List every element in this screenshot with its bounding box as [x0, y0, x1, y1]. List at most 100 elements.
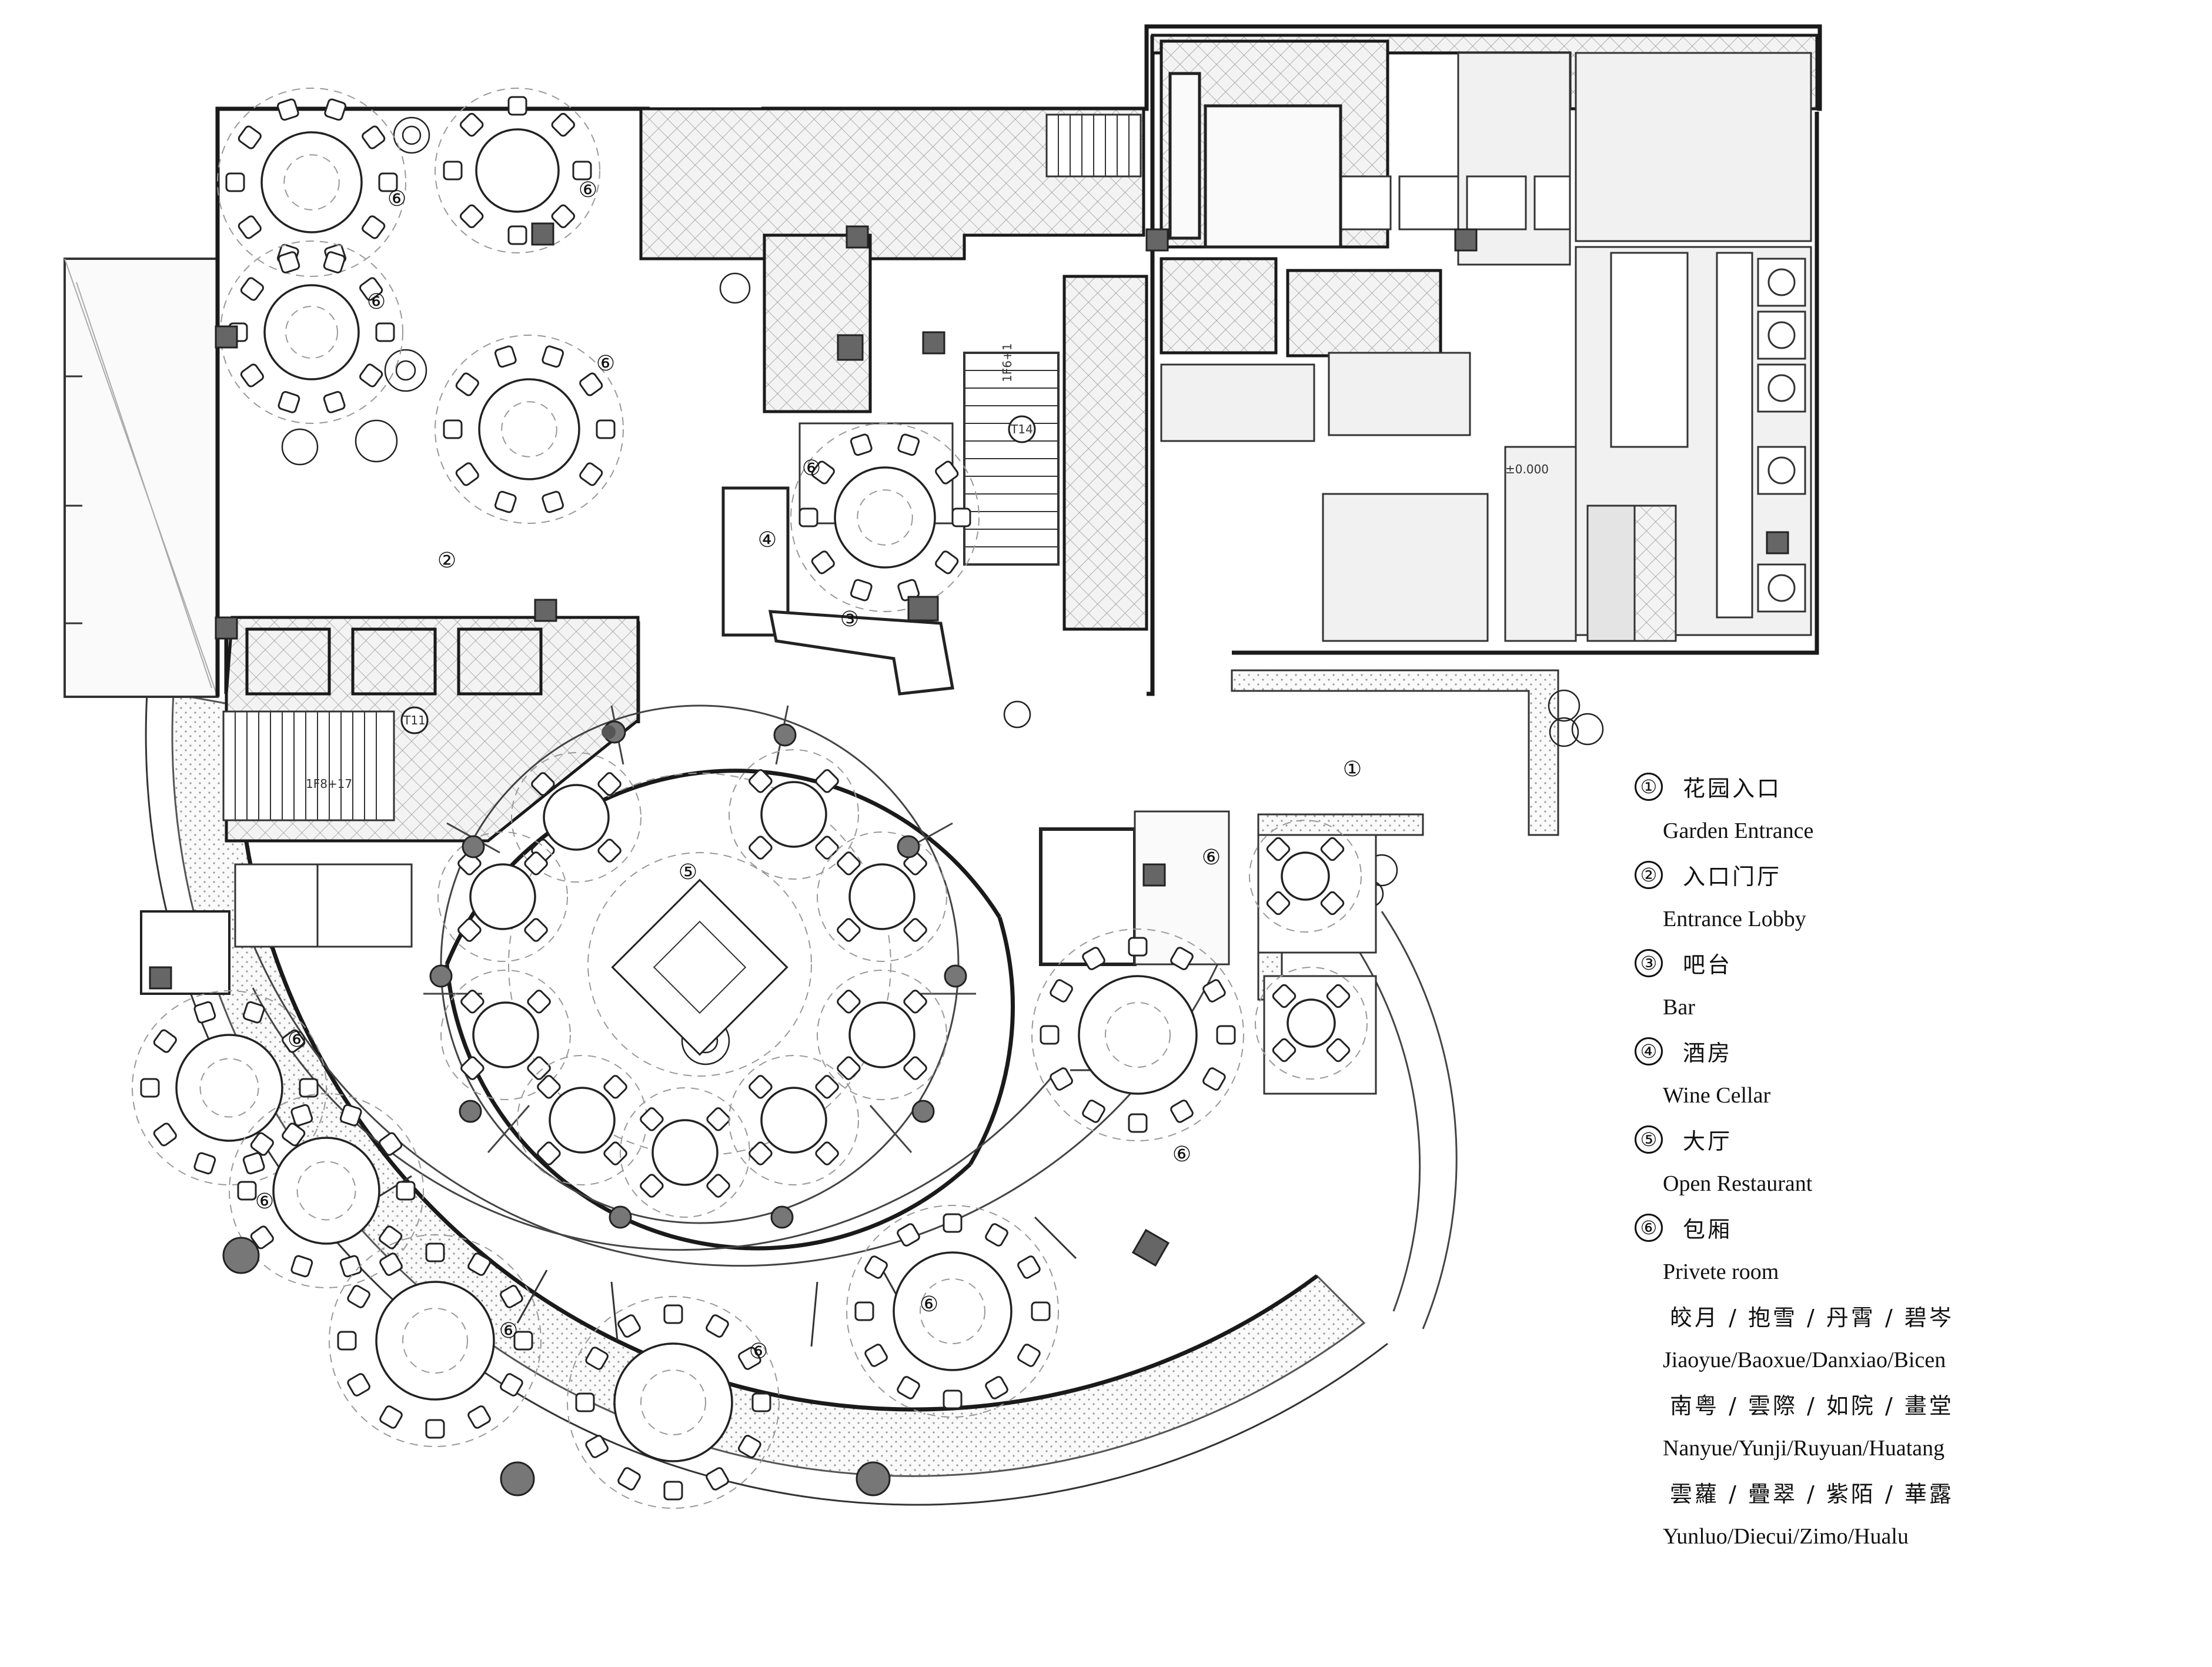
chair — [459, 112, 484, 137]
chair — [1050, 979, 1073, 1003]
chair — [425, 1419, 445, 1439]
chair — [943, 1213, 963, 1233]
chair — [738, 1347, 761, 1370]
chair — [459, 204, 484, 229]
room-names-english: Jiaoyue/Baoxue/Danxiao/Bicen — [1663, 1347, 1946, 1372]
chair — [531, 772, 555, 796]
chair — [238, 125, 262, 149]
legend-number: ① — [1635, 772, 1663, 801]
legend-english-label: Bar — [1663, 994, 1695, 1020]
chair — [460, 990, 484, 1014]
chair — [837, 990, 861, 1014]
legend-number: ③ — [1635, 948, 1663, 977]
chair — [897, 1223, 920, 1247]
chair — [579, 462, 603, 486]
elevator-note-b: 1F6+1 — [1000, 343, 1014, 382]
chair — [500, 1285, 523, 1308]
chair — [1017, 1255, 1041, 1279]
marker-bar: ③ — [840, 607, 859, 632]
bar-and-cellar — [721, 422, 954, 696]
table-top — [760, 781, 827, 848]
chair — [1266, 891, 1291, 916]
chair — [640, 1174, 664, 1198]
chair — [706, 1467, 729, 1491]
round-table — [817, 970, 947, 1100]
chair — [597, 838, 622, 863]
chair — [362, 215, 386, 239]
chair — [250, 1132, 274, 1156]
chair — [378, 172, 398, 192]
chair — [572, 161, 592, 181]
legend-chinese-label: 入口门厅 — [1683, 864, 1782, 890]
table-top — [1078, 975, 1198, 1095]
marker-private-room-2: ⑥ — [387, 187, 406, 211]
round-table — [517, 1055, 647, 1185]
chair — [282, 1029, 306, 1053]
marker-private-room-5: ⑥ — [802, 456, 821, 480]
kitchen — [1160, 52, 1812, 642]
table-top — [848, 1001, 915, 1068]
chair — [193, 1001, 216, 1024]
room-names-english: Nanyue/Yunji/Ruyuan/Huatang — [1663, 1435, 1945, 1461]
legend-english-label: Garden Entrance — [1663, 818, 1814, 843]
chair — [1082, 947, 1105, 970]
chair — [238, 215, 262, 239]
round-table — [790, 423, 980, 612]
chair — [1202, 1067, 1226, 1091]
chair — [457, 918, 482, 942]
chair — [278, 391, 300, 413]
chair — [1170, 947, 1194, 970]
chair — [524, 918, 548, 942]
chair — [815, 1141, 839, 1165]
open-restaurant-ring — [423, 704, 1015, 1251]
marker-private-room-6: ⑥ — [1202, 846, 1221, 870]
chair — [951, 507, 971, 527]
chair — [837, 851, 861, 876]
round-table — [1255, 967, 1368, 1080]
area-markers: ① ② ③ ④ ⑤ ⑥ ⑥ ⑥ ⑥ ⑥ ⑥ ⑥ ⑥ ⑥ ⑥ ⑥ ⑥ — [255, 178, 1362, 1364]
round-table — [729, 1055, 859, 1185]
legend-chinese-label: 包厢 — [1683, 1217, 1733, 1242]
table-top — [1287, 998, 1336, 1048]
stairs — [222, 113, 1142, 821]
chair — [903, 1056, 927, 1080]
round-table — [217, 88, 406, 277]
marker-private-room-8: ⑥ — [288, 1028, 306, 1052]
table-top — [543, 784, 610, 851]
chair — [542, 490, 564, 513]
table-top — [469, 863, 536, 930]
chair — [811, 460, 835, 485]
chair — [323, 391, 346, 413]
chair — [513, 1331, 533, 1351]
chair — [276, 98, 299, 121]
chair — [1266, 837, 1291, 861]
chair — [749, 1141, 773, 1165]
chair — [603, 1075, 627, 1099]
table-top — [475, 128, 560, 213]
room-names-english-row: Nanyue/Yunji/Ruyuan/Huatang — [1635, 1426, 2199, 1470]
table-top — [549, 1087, 616, 1154]
chair — [494, 490, 517, 513]
table-top — [893, 1251, 1013, 1371]
chair — [864, 1344, 888, 1367]
chair — [596, 419, 616, 439]
elevator-note-a: 1F8+17 — [306, 777, 352, 791]
chair — [864, 1255, 888, 1279]
chair — [278, 251, 300, 273]
chair — [542, 345, 564, 368]
chair — [854, 1301, 874, 1321]
chair — [443, 161, 463, 181]
chair — [242, 1001, 265, 1024]
round-table — [567, 1296, 780, 1509]
chair — [935, 550, 959, 574]
table-top — [651, 1119, 719, 1186]
chair — [617, 1314, 641, 1338]
chair — [460, 1056, 484, 1080]
legend-chinese-label: 花园入口 — [1683, 776, 1782, 801]
chair — [663, 1481, 683, 1501]
chair — [1320, 891, 1345, 916]
table-top — [272, 1137, 380, 1245]
